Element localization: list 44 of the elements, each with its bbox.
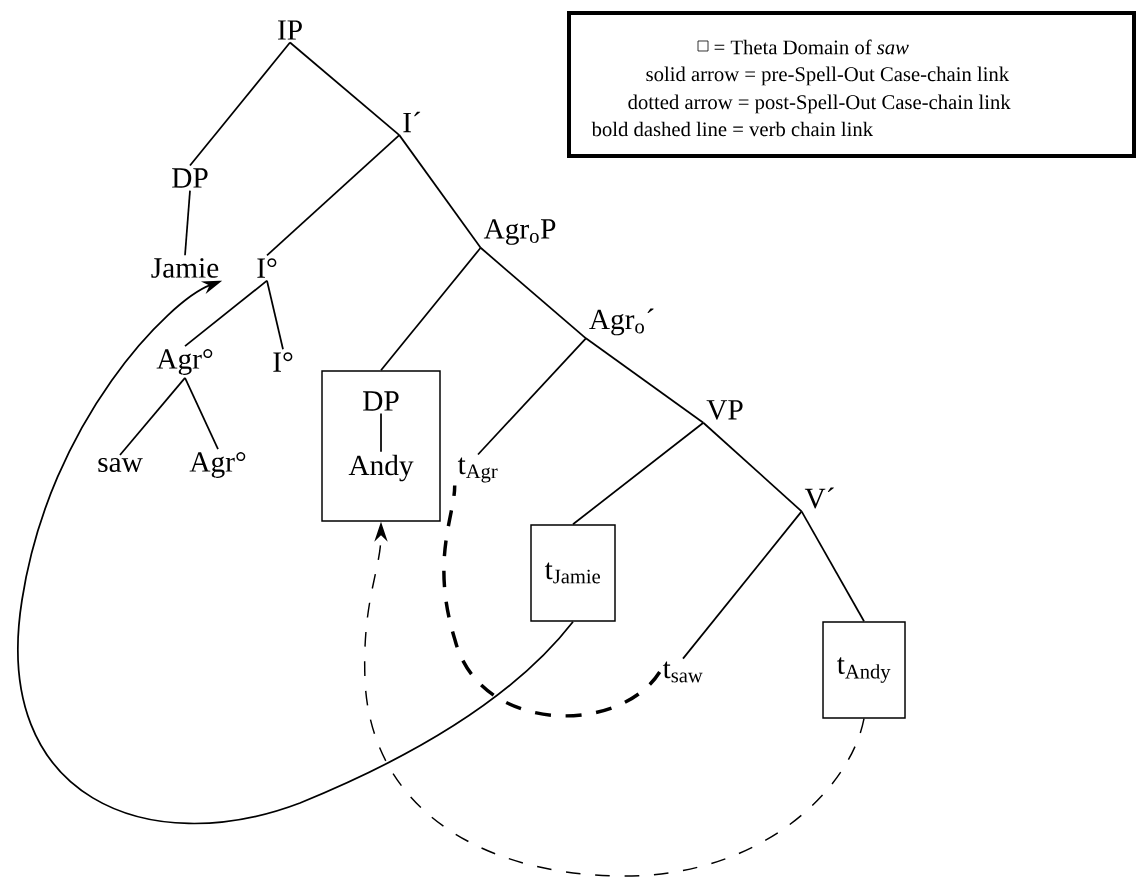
boxed-label: t$_{Jamie}$: [530, 524, 616, 622]
chain-line: [442, 485, 662, 718]
legend-text: = Theta Domain of saw: [714, 39, 909, 55]
tree-label: t$_{Agr}$: [457, 457, 498, 483]
tree-label: Agr$_{o}$´: [589, 308, 654, 336]
tree-label: Jamie: [151, 258, 219, 278]
legend-text: dotted arrow = post-Spell-Out Case-chain link: [628, 94, 1011, 114]
tree-label: I´: [403, 111, 421, 133]
tree-branch: [119, 377, 186, 456]
tree-branch: [800, 510, 865, 623]
tree-branch: [289, 41, 401, 136]
tree-label: DP: [172, 168, 208, 188]
tree-label: I°: [257, 258, 277, 278]
tree-branch: [398, 134, 482, 249]
tree-branch: [585, 337, 705, 424]
tree-branch: [682, 510, 803, 660]
tree-label: t$_{saw}$: [662, 661, 703, 683]
tree-branch: [479, 246, 587, 340]
tree-label: I°: [273, 352, 293, 372]
tree-label: saw: [98, 457, 143, 473]
tree-branch: [189, 41, 291, 167]
tree-branch: [477, 337, 587, 456]
tree-label: Agr°: [156, 349, 213, 375]
movement-arrow: [17, 280, 574, 825]
legend-text: bold dashed line = verb chain link: [591, 121, 874, 137]
tree-branch: [380, 246, 482, 372]
tree-branch: [184, 189, 191, 257]
tree-branch: [380, 412, 382, 453]
legend-text: solid arrow = pre-Spell-Out Case-chain link: [646, 66, 1010, 86]
tree-branch: [702, 421, 803, 513]
tree-label: IP: [278, 20, 302, 40]
tree-label: V´: [804, 487, 834, 509]
tree-branch: [572, 421, 705, 526]
tree-label: Agr°: [189, 452, 246, 478]
tree-label: VP: [706, 400, 743, 420]
tree-branch: [184, 279, 268, 347]
tree-branch: [184, 377, 219, 450]
trace-box: [321, 370, 441, 522]
boxed-label: t$_{Andy}$: [822, 621, 906, 719]
tree-branch: [266, 279, 284, 351]
tree-label: DP: [363, 391, 399, 411]
tree-label: Agr$_{o}$P: [483, 219, 556, 245]
tree-label: Andy: [348, 454, 414, 482]
tree-branch: [266, 134, 401, 257]
